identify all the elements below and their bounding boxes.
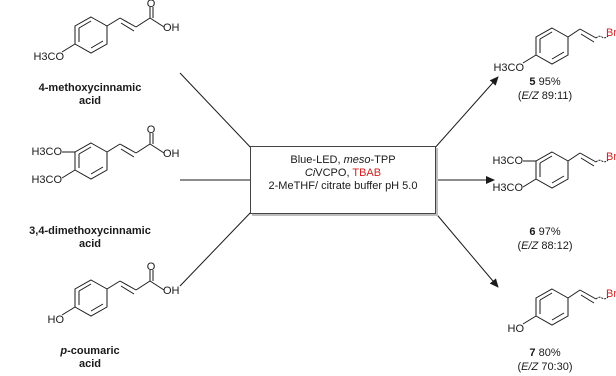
- conditions-line-1: Blue-LED, meso-TPP: [251, 154, 435, 167]
- reactant-1-name-line2: acid: [78, 95, 101, 107]
- conditions-light: Blue-LED,: [290, 154, 344, 166]
- reactant-1-structure: [61, 7, 165, 54]
- reactant-3-line: [179, 209, 254, 287]
- reactant-3-substituent: HO: [47, 314, 65, 326]
- reactant-2-structure: [61, 133, 165, 180]
- product-7-substituent: HO: [507, 323, 525, 335]
- product-5-yield: 95%: [538, 76, 561, 88]
- arrow-to-product-7: [432, 209, 499, 288]
- reactant-2-name-line2: acid: [78, 238, 101, 250]
- conditions-line-3: 2-MeTHF/ citrate buffer pH 5.0: [268, 180, 418, 192]
- conditions-ci: Ci: [304, 167, 316, 179]
- product-7-ratio-label: E/Z: [521, 361, 539, 373]
- product-6-ratio: (E/Z 88:12): [490, 240, 600, 253]
- reactant-3-name-main: -coumaric: [67, 345, 120, 357]
- conditions-tbab: TBAB: [352, 167, 382, 179]
- conditions-tpp: -TPP: [370, 154, 396, 166]
- product-5-halogen: Br: [606, 27, 616, 39]
- conditions-meso: meso: [343, 154, 371, 166]
- product-7-structure: [522, 288, 609, 326]
- conditions-vcpo: VCPO,: [315, 167, 353, 179]
- product-6-ratio-value: 88:12): [538, 240, 573, 252]
- reactant-3-name-prefix: p: [60, 345, 68, 357]
- reactant-1-line: [179, 72, 254, 151]
- product-6-ratio-open: (: [517, 240, 522, 252]
- reactant-3-structure: [61, 270, 165, 317]
- reactant-2-substituent-2: H3CO: [31, 174, 62, 186]
- conditions-line-2: CiVCPO, TBAB: [251, 167, 435, 180]
- reactant-1-substituent: H3CO: [33, 51, 64, 63]
- product-7-number: 7: [529, 347, 536, 359]
- product-5-ratio: (E/Z 89:11): [490, 90, 600, 103]
- product-5-ratio-open: (: [517, 90, 522, 102]
- reactant-2-carbonyl-o: O: [146, 124, 156, 136]
- product-5-caption: 5 95%: [500, 76, 590, 89]
- product-6-caption: 6 97%: [500, 226, 590, 239]
- product-6-substituent-1: H3CO: [492, 155, 523, 167]
- reactant-1-carbonyl-o: O: [146, 0, 156, 10]
- reactant-3-carbonyl-o: O: [146, 261, 156, 273]
- product-7-yield: 80%: [538, 347, 561, 359]
- product-6-substituent-2: H3CO: [492, 182, 523, 194]
- product-6-yield: 97%: [538, 226, 561, 238]
- product-5-substituent: H3CO: [493, 62, 524, 74]
- reactant-1-name-line1: 4-methoxycinnamic: [38, 82, 142, 94]
- product-6-number: 6: [529, 226, 536, 238]
- reactant-3-hydroxyl: OH: [163, 285, 180, 297]
- conditions-box: Blue-LED, meso-TPP CiVCPO, TBAB 2-MeTHF/…: [250, 146, 436, 214]
- product-6-structure: [522, 151, 609, 189]
- reactant-2-name-line1: 3,4-dimethoxycinnamic: [29, 225, 151, 237]
- product-7-ratio-value: 70:30): [538, 361, 573, 373]
- product-5-ratio-value: 89:11): [538, 90, 573, 102]
- reactant-2-hydroxyl: OH: [163, 148, 180, 160]
- product-7-caption: 7 80%: [500, 347, 590, 360]
- arrow-to-product-5: [432, 76, 499, 151]
- product-5-ratio-label: E/Z: [521, 90, 539, 102]
- product-7-halogen: Br: [606, 288, 616, 300]
- reactant-3-name-line2: acid: [78, 358, 101, 370]
- reactant-3-name-line1: p-coumaric: [20, 345, 160, 358]
- reactant-1-hydroxyl: OH: [163, 22, 180, 34]
- product-5-structure: [522, 27, 609, 65]
- product-7-ratio-open: (: [517, 361, 522, 373]
- product-6-ratio-label: E/Z: [521, 240, 539, 252]
- reactant-2-substituent-1: H3CO: [31, 146, 62, 158]
- product-5-number: 5: [529, 76, 536, 88]
- product-6-halogen: Br: [606, 151, 616, 163]
- product-7-ratio: (E/Z 70:30): [490, 361, 600, 374]
